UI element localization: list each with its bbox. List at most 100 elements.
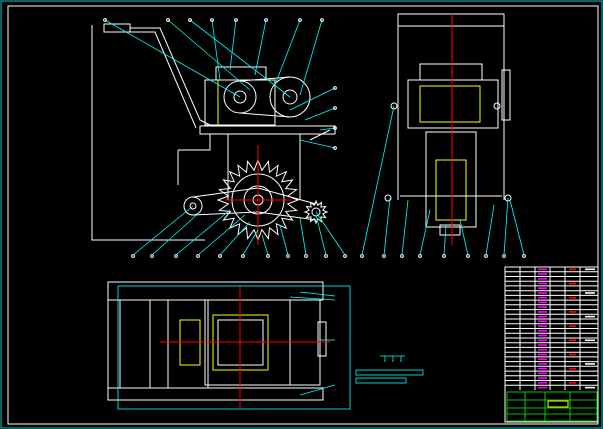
leader-line: [289, 87, 336, 111]
leader-line: [299, 19, 323, 96]
title-cell-mark: [538, 282, 547, 285]
leader-line: [299, 291, 336, 297]
leader-tag: [266, 254, 270, 258]
title-cell-mark: [538, 353, 547, 356]
title-cell-mark: [538, 377, 547, 379]
title-cell-mark: [569, 339, 576, 342]
title-cell-mark: [538, 372, 547, 375]
leader-line: [211, 19, 221, 81]
title-cell-mark: [585, 386, 595, 389]
leader-tag: [333, 126, 337, 130]
pulley-icon: [223, 76, 311, 118]
leader-tag: [150, 254, 154, 258]
plan-view: [107, 281, 424, 410]
leader-line: [315, 214, 327, 256]
leader-line: [485, 204, 495, 256]
leader-tag: [241, 254, 245, 258]
leader-line: [503, 197, 509, 256]
leader-tag: [382, 254, 386, 258]
title-cell-mark: [538, 315, 547, 318]
leader-line: [315, 211, 346, 256]
title-cell-mark: [569, 311, 576, 313]
front-view: [91, 18, 347, 258]
engine-icon: [204, 66, 276, 126]
leader-tag: [522, 254, 526, 258]
title-cell-mark: [585, 292, 595, 294]
title-cell-mark: [538, 358, 547, 360]
leader-tag: [320, 18, 324, 22]
title-cell-mark: [585, 363, 595, 365]
title-cell-mark: [538, 325, 547, 327]
leader-tag: [333, 146, 337, 150]
leader-line: [189, 19, 291, 98]
leader-line: [254, 19, 267, 76]
leader-tag: [502, 254, 506, 258]
title-cell-mark: [538, 382, 547, 384]
leader-line: [151, 211, 201, 256]
leader-tag: [442, 254, 446, 258]
leader-line: [279, 224, 289, 256]
title-cell-mark: [569, 367, 576, 370]
leader-tag: [304, 254, 308, 258]
title-cell-mark: [538, 311, 547, 313]
title-cell-mark: [538, 367, 547, 370]
title-cell-mark: [569, 282, 576, 285]
title-cell-mark: [585, 315, 595, 318]
title-cell-mark: [538, 292, 547, 294]
leader-tag: [400, 254, 404, 258]
leader-line: [361, 105, 395, 256]
leader-tag: [286, 254, 290, 258]
leader-tag: [188, 18, 192, 22]
leader-tag: [324, 254, 328, 258]
leader-line: [261, 234, 269, 256]
leader-line: [319, 127, 336, 131]
title-cell-mark: [538, 268, 547, 271]
title-cell-mark: [538, 287, 547, 289]
leader-line: [304, 107, 336, 121]
leader-tag: [333, 86, 337, 90]
leader-line: [229, 19, 237, 71]
title-cell-mark: [538, 320, 547, 323]
leader-tag: [196, 254, 200, 258]
leader-tag: [360, 254, 364, 258]
title-cell-mark: [569, 325, 576, 327]
leader-tag: [174, 254, 178, 258]
leader-line: [289, 296, 336, 301]
title-cell-mark: [538, 278, 547, 280]
title-block: [504, 266, 599, 423]
title-cell-mark: [538, 296, 547, 299]
leader-line: [401, 199, 409, 256]
leader-tag: [166, 18, 170, 22]
title-cell-mark: [569, 353, 576, 356]
leader-tag: [234, 18, 238, 22]
leader-line: [197, 214, 246, 256]
title-cell-mark: [538, 339, 547, 342]
inner-frame: [7, 5, 599, 425]
title-cell-mark: [538, 386, 547, 389]
leader-line: [509, 199, 525, 256]
leader-line: [219, 221, 251, 256]
leader-line: [459, 219, 469, 256]
title-cell-mark: [538, 348, 547, 351]
title-cell-mark: [538, 301, 547, 304]
title-cell-mark: [538, 273, 547, 275]
title-cell-mark: [538, 344, 547, 346]
leader-tag: [264, 18, 268, 22]
side-view-leaders: [360, 105, 526, 258]
plan-view-leaders: [289, 291, 336, 396]
leader-line: [132, 205, 194, 256]
title-cell-mark: [538, 330, 547, 332]
leader-line: [299, 384, 336, 396]
leader-line: [175, 209, 231, 256]
leader-tag: [210, 18, 214, 22]
leader-tag: [103, 18, 107, 22]
leader-line: [104, 19, 241, 98]
leader-tag: [466, 254, 470, 258]
title-cell-mark: [569, 296, 576, 299]
leader-line: [242, 229, 259, 256]
leader-line: [167, 19, 251, 91]
leader-tag: [218, 254, 222, 258]
title-cell-mark: [538, 363, 547, 365]
